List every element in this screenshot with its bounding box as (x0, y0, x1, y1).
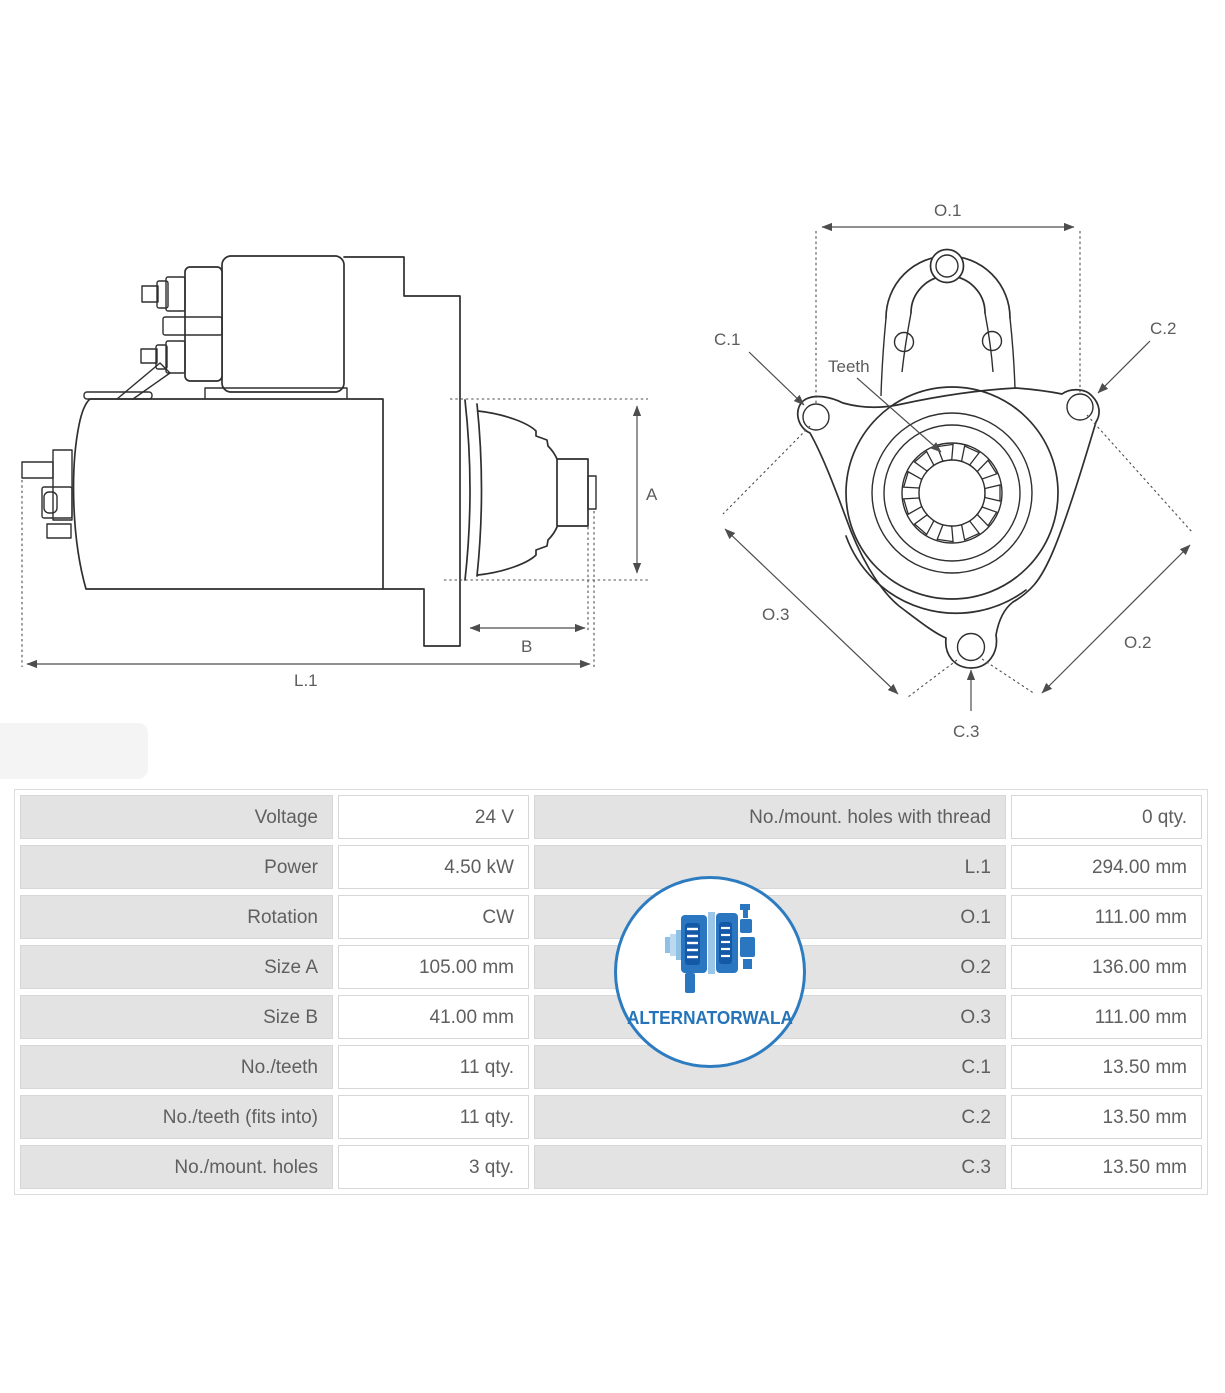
spec-value: 111.00 mm (1011, 995, 1202, 1039)
dim-label-a: A (646, 485, 658, 504)
spec-label: No./mount. holes with thread (534, 795, 1006, 839)
spec-label: No./mount. holes (20, 1145, 333, 1189)
specs-table: Voltage 24 V No./mount. holes with threa… (14, 789, 1208, 1195)
watermark-artifact (0, 723, 148, 779)
spec-label: L.1 (534, 845, 1006, 889)
spec-label: Size A (20, 945, 333, 989)
spec-value: 105.00 mm (338, 945, 529, 989)
spec-value: 3 qty. (338, 1145, 529, 1189)
alternator-logo-icon (665, 904, 755, 993)
front-view-drawing: O.1 C.1 C.2 Teeth C.3 O.3 O.2 (714, 201, 1193, 741)
spec-value: 111.00 mm (1011, 895, 1202, 939)
spec-value: 24 V (338, 795, 529, 839)
spec-label: Rotation (20, 895, 333, 939)
dim-label-o2: O.2 (1124, 633, 1151, 652)
alternatorwala-logo: ALTERNATORWALA (614, 876, 806, 1068)
spec-value: 11 qty. (338, 1095, 529, 1139)
side-view-drawing: A B L.1 (21, 255, 658, 690)
dim-label-l1: L.1 (294, 671, 318, 690)
dim-label-teeth: Teeth (828, 357, 870, 376)
spec-value: 136.00 mm (1011, 945, 1202, 989)
spec-value: 13.50 mm (1011, 1095, 1202, 1139)
spec-value: 13.50 mm (1011, 1145, 1202, 1189)
spec-label: C.1 (534, 1045, 1006, 1089)
spec-label: C.2 (534, 1095, 1006, 1139)
logo-text: ALTERNATORWALA (626, 1007, 793, 1028)
spec-value: 0 qty. (1011, 795, 1202, 839)
spec-label: No./teeth (fits into) (20, 1095, 333, 1139)
technical-drawings: A B L.1 (21, 201, 1193, 741)
spec-label: Power (20, 845, 333, 889)
dim-label-c1: C.1 (714, 330, 740, 349)
spec-label: C.3 (534, 1145, 1006, 1189)
spec-value: CW (338, 895, 529, 939)
spec-label: Size B (20, 995, 333, 1039)
dim-label-o3: O.3 (762, 605, 789, 624)
spec-value: 11 qty. (338, 1045, 529, 1089)
spec-label: No./teeth (20, 1045, 333, 1089)
spec-label: Voltage (20, 795, 333, 839)
dim-label-o1: O.1 (934, 201, 961, 220)
dim-label-b: B (521, 637, 532, 656)
dim-label-c3: C.3 (953, 722, 979, 741)
spec-value: 4.50 kW (338, 845, 529, 889)
spec-value: 41.00 mm (338, 995, 529, 1039)
spec-value: 13.50 mm (1011, 1045, 1202, 1089)
spec-value: 294.00 mm (1011, 845, 1202, 889)
dim-label-c2: C.2 (1150, 319, 1176, 338)
